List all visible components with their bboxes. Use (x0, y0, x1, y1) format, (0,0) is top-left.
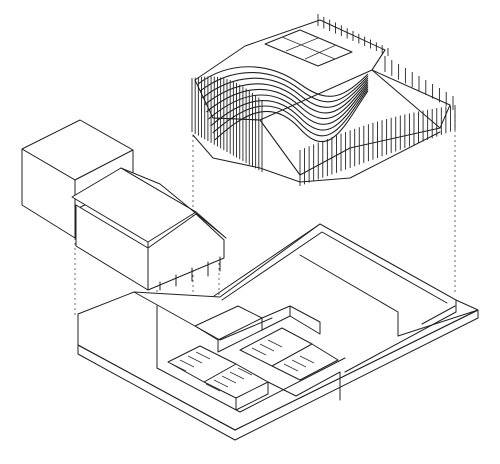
roof-slat-strips (197, 66, 369, 143)
plan-cell-partition (259, 343, 275, 352)
plan-cell-partition (283, 363, 299, 372)
plan-cell-partition (205, 383, 221, 392)
plan-cell-partition (221, 375, 237, 384)
facade-slats-left (191, 76, 263, 172)
roof-strip (199, 72, 369, 103)
facade-slats-right (299, 105, 456, 186)
plan-cell-partition (251, 347, 267, 356)
house-roof-right (120, 167, 227, 239)
roof-fold-line (371, 69, 441, 129)
plan-cell-partition (171, 363, 187, 372)
roof-strip (203, 79, 369, 114)
plan-cells (171, 339, 315, 392)
plan-cell-partition (179, 359, 195, 368)
plan-cell-partition (195, 351, 211, 360)
roof-strip (208, 84, 369, 125)
plan-outer-wall (213, 223, 457, 373)
plan-corridor (289, 305, 321, 335)
block-left-face (21, 148, 76, 239)
roof-strip (206, 82, 369, 119)
plan-cell-partition (299, 355, 315, 364)
plan-cell-partition (291, 359, 307, 368)
plan-cell-partition (203, 347, 219, 356)
gable-house (71, 167, 227, 291)
plan-outer-wall-inner (221, 231, 448, 304)
plan-room (235, 381, 269, 411)
plan-slab-edge (77, 309, 479, 441)
roof-skylight-mullion (285, 37, 319, 52)
roof-strip (214, 90, 369, 143)
facade-slats-top (317, 14, 454, 110)
plan-cell-partition (187, 355, 203, 364)
roof-strip (212, 88, 369, 137)
plan-cell-partition (275, 367, 291, 376)
plan-cell-partition (243, 351, 259, 360)
plan-room (203, 363, 269, 399)
roof-skylight-mullion (304, 44, 337, 60)
roof-strip (197, 66, 369, 97)
plan-cell-partition (267, 339, 283, 348)
plan-room (267, 371, 341, 397)
ground-floor-plan (77, 223, 479, 441)
plan-wing-wall (156, 357, 346, 413)
roof-skylight-mullion (281, 36, 336, 60)
plan-cell-partition (237, 367, 253, 376)
plan-wing-wall (133, 291, 273, 341)
slatted-roof-volume (191, 14, 456, 186)
plan-hall-wall (299, 254, 399, 313)
roof-base-outline (192, 131, 441, 183)
plan-hall-wall (421, 305, 456, 325)
plan-front-wall (397, 309, 479, 337)
plan-cell-partition (229, 371, 245, 380)
plan-cell-partition (213, 379, 229, 388)
